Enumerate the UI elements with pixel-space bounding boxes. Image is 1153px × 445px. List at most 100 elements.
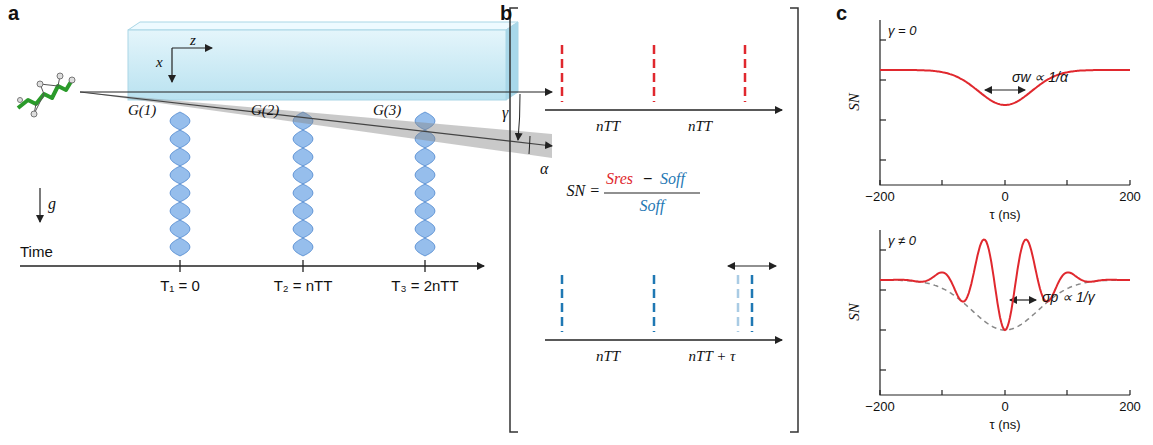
tick-label: 200 xyxy=(1119,400,1141,414)
grating-lobe xyxy=(293,130,313,148)
axis-title: SN xyxy=(846,303,863,321)
grating-name: G(3) xyxy=(373,102,401,119)
grating-lobe xyxy=(415,184,435,202)
tick-label: 200 xyxy=(1119,190,1141,204)
axis-title: Time xyxy=(20,244,53,261)
time-ticks xyxy=(180,260,425,272)
tick-label: 0 xyxy=(1001,190,1008,204)
grating-lobe xyxy=(170,166,190,184)
tick xyxy=(880,159,886,160)
grating-lobe xyxy=(293,166,313,184)
equation-term: Soff xyxy=(660,170,685,188)
tick xyxy=(941,390,942,395)
bracket xyxy=(790,8,798,432)
axis-title: τ (ns) xyxy=(989,418,1020,432)
timeline xyxy=(545,339,782,340)
axis-title: SN xyxy=(846,93,863,111)
grating-lobe xyxy=(293,184,313,202)
time-axis xyxy=(20,265,484,266)
tick xyxy=(1066,390,1067,395)
tilted-trajectory xyxy=(80,92,552,146)
grating-lobe xyxy=(170,184,190,202)
tick xyxy=(1004,390,1005,395)
envelope-curve xyxy=(880,280,1130,330)
grating-lobe xyxy=(170,148,190,166)
plot-axes xyxy=(880,20,1130,395)
grating-lobe xyxy=(293,238,313,256)
grating-lobe xyxy=(170,220,190,238)
offset-pulses xyxy=(562,275,752,332)
grating-lobe xyxy=(415,220,435,238)
grating-side xyxy=(506,22,518,100)
fraction-bar xyxy=(604,192,700,193)
grating-name: G(2) xyxy=(251,102,279,119)
panel-letter: b xyxy=(500,2,512,24)
molecule xyxy=(18,73,76,117)
gravity-name: g xyxy=(48,195,56,213)
period-label: σp ∝ 1/γ xyxy=(1042,290,1095,305)
grating-lobe xyxy=(170,112,190,130)
equation-term: Soff xyxy=(640,197,665,215)
tick xyxy=(880,289,886,290)
interval-label: nTT xyxy=(596,118,620,135)
tick xyxy=(880,329,886,330)
grating-lobe xyxy=(415,202,435,220)
grating-lobe xyxy=(415,148,435,166)
x-axis xyxy=(171,48,172,82)
interval-label: nTT + τ xyxy=(689,348,736,365)
alpha-arc xyxy=(529,136,530,154)
grating-lobe xyxy=(293,220,313,238)
interval-label: nTT xyxy=(596,348,620,365)
plot-ticks xyxy=(880,40,1130,395)
axis-name: z xyxy=(190,32,196,49)
panel-letter: a xyxy=(8,2,19,24)
tick xyxy=(879,180,880,185)
equation-term: SN = xyxy=(567,182,600,200)
equation-term: Sres xyxy=(606,170,633,188)
tick xyxy=(880,79,886,80)
grating-lobe xyxy=(293,148,313,166)
grating-lobe xyxy=(170,238,190,256)
grating-lobe xyxy=(293,202,313,220)
plot-condition: γ ≠ 0 xyxy=(888,234,916,248)
bracket xyxy=(510,8,518,432)
equation-term: − xyxy=(643,170,652,188)
trajectory xyxy=(80,91,552,92)
signal-curve xyxy=(880,70,1130,105)
tick-label: −200 xyxy=(865,190,894,204)
grating-lobe xyxy=(170,130,190,148)
tick xyxy=(1129,180,1130,185)
tick xyxy=(1004,180,1005,185)
shift-arrow xyxy=(728,265,776,266)
shifted-pulse-ghost xyxy=(737,275,740,332)
angle-name: γ xyxy=(502,104,508,122)
timeline xyxy=(545,109,782,110)
tick xyxy=(941,180,942,185)
tick xyxy=(880,119,886,120)
angle-name: α xyxy=(540,160,548,178)
grating-lobe xyxy=(170,202,190,220)
axis-name: x xyxy=(156,54,163,71)
time-label: T₁ = 0 xyxy=(160,278,200,295)
panel-letter: c xyxy=(836,2,847,24)
time-label: T₂ = nTT xyxy=(274,278,333,295)
signal-curve xyxy=(880,240,1130,331)
time-label: T₃ = 2nTT xyxy=(391,278,458,295)
resonant-pulses xyxy=(562,45,745,102)
tick xyxy=(1066,180,1067,185)
tick xyxy=(880,369,886,370)
grating-lobe xyxy=(415,238,435,256)
width-label: σw ∝ 1/α xyxy=(1012,70,1068,85)
grating-name: G(1) xyxy=(128,102,156,119)
divergence-wedge xyxy=(80,92,552,158)
width-arrow xyxy=(985,89,1025,90)
plot-condition: γ = 0 xyxy=(888,24,917,38)
axis-title: τ (ns) xyxy=(989,208,1020,222)
gamma-arc xyxy=(518,94,520,140)
tick xyxy=(880,39,886,40)
grating-block xyxy=(128,30,506,100)
grating-lobe xyxy=(415,166,435,184)
tick-label: 0 xyxy=(1001,400,1008,414)
tick xyxy=(879,390,880,395)
